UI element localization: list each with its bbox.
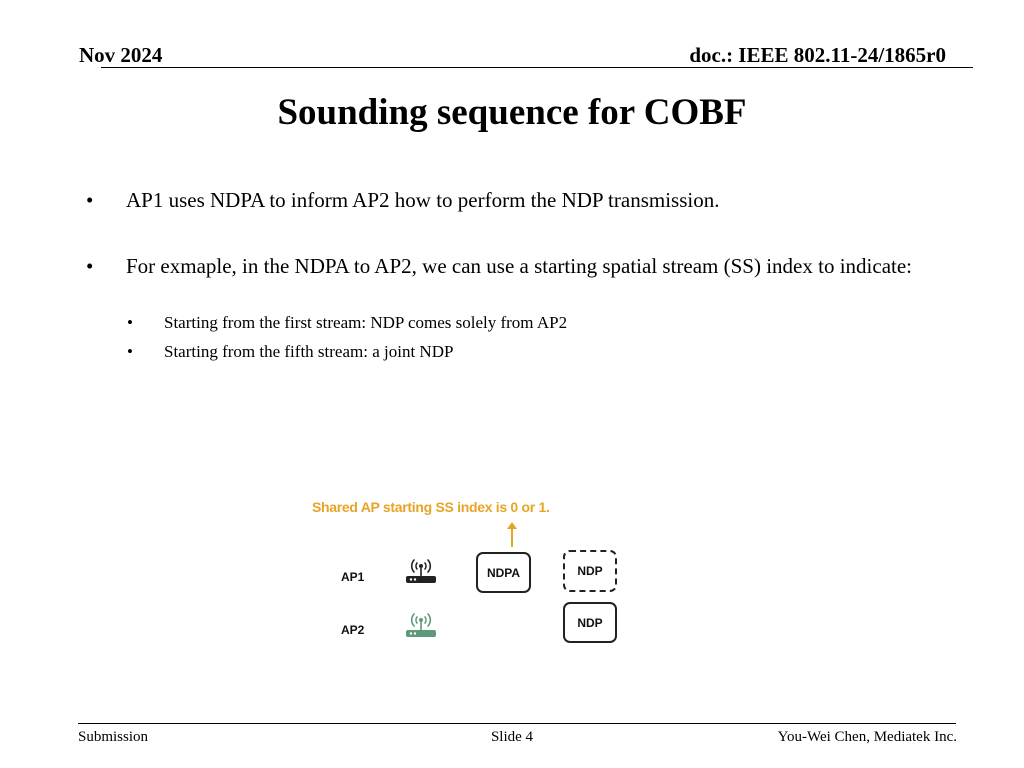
router-icon <box>406 613 436 637</box>
footer-divider <box>78 723 956 724</box>
sub-bullet-text: Starting from the first stream: NDP come… <box>164 313 568 332</box>
header-date: Nov 2024 <box>79 43 163 67</box>
ndp-label: NDP <box>577 615 603 630</box>
slide-title: Sounding sequence for COBF <box>277 92 747 133</box>
ap1-label: AP1 <box>341 570 365 584</box>
sub-bullet-marker: • <box>127 342 133 361</box>
diagram-note: Shared AP starting SS index is 0 or 1. <box>312 499 550 515</box>
bullet-marker: • <box>86 188 94 212</box>
ndp-frame-solid: NDP <box>563 602 617 643</box>
ndp-frame-dashed: NDP <box>563 550 617 592</box>
ndpa-frame: NDPA <box>476 552 531 593</box>
bullet-text: AP1 uses NDPA to inform AP2 how to perfo… <box>126 188 720 212</box>
footer-submission: Submission <box>78 729 149 745</box>
footer-author: You-Wei Chen, Mediatek Inc. <box>777 729 957 745</box>
up-arrow-icon <box>507 522 517 547</box>
bullet-marker: • <box>86 254 94 278</box>
ap2-label: AP2 <box>341 623 365 637</box>
bullet-text: For exmaple, in the NDPA to AP2, we can … <box>126 254 913 278</box>
ndpa-label: NDPA <box>486 565 521 580</box>
footer-slide-number: Slide 4 <box>490 729 534 745</box>
sub-bullet-text: Starting from the fifth stream: a joint … <box>164 342 454 361</box>
ndp-label: NDP <box>577 564 603 578</box>
header-doc-id: doc.: IEEE 802.11-24/1865r0 <box>689 43 946 67</box>
router-icon <box>406 559 436 583</box>
sub-bullet-marker: • <box>127 313 133 332</box>
header-divider <box>101 67 973 68</box>
